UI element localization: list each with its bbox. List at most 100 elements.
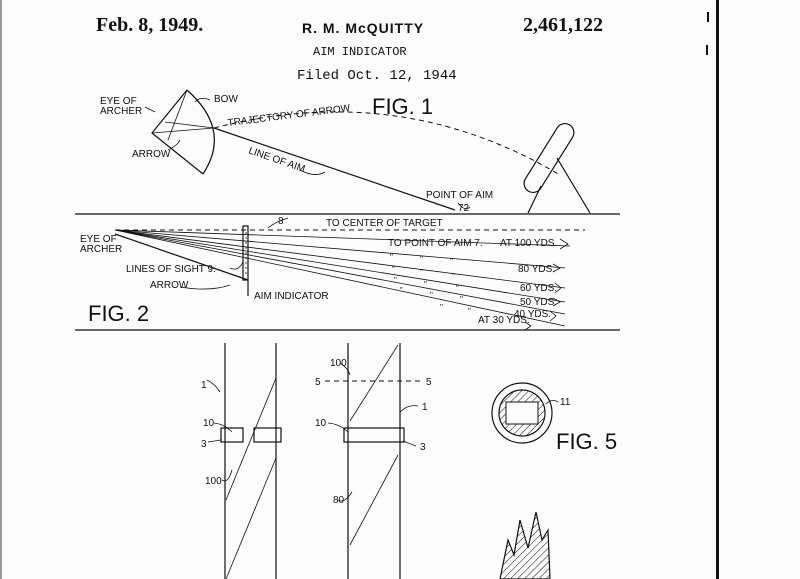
bracket	[552, 263, 561, 273]
fig4-ref-3: 3	[420, 442, 426, 453]
fig2-30yds: AT 30 YDS.	[478, 315, 530, 326]
bracket	[552, 297, 561, 307]
fig1-drawing	[144, 89, 591, 214]
fig4-section-left: 5	[315, 377, 321, 388]
spiral-line	[349, 344, 399, 422]
ditto-mark: "	[460, 295, 463, 304]
scan-mark	[706, 45, 708, 55]
fig4-ref-80: 80	[333, 495, 345, 506]
leader-line	[213, 422, 233, 433]
fig1-arrow-label: ARROW	[132, 149, 171, 160]
ditto-mark: "	[420, 255, 423, 264]
bracket	[524, 321, 532, 331]
fig1-bow-label: BOW	[214, 94, 238, 105]
fig4-ref-100: 100	[330, 358, 347, 369]
spiral-line	[349, 454, 399, 546]
broken-shaft-section	[499, 511, 551, 579]
fig2-100yds: AT 100 YDS.	[500, 238, 557, 249]
ditto-mark: "	[430, 291, 433, 300]
sight-line-50	[114, 229, 566, 303]
patent-number: 2,461,122	[523, 14, 603, 36]
patent-date: Feb. 8, 1949.	[96, 14, 204, 36]
sight-line-60	[114, 229, 566, 289]
filed-date: Filed Oct. 12, 1944	[297, 68, 457, 84]
fig5-label: FIG. 5	[556, 429, 617, 454]
left-scan-edge	[0, 0, 2, 579]
ditto-marks: " " " " " " " " " " " " " "	[390, 253, 471, 316]
fig5-drawing	[491, 382, 559, 579]
leader-line	[402, 440, 417, 447]
aim-band	[343, 427, 405, 443]
section-outer-ring	[491, 382, 553, 444]
fig1-eye-label-2: ARCHER	[100, 106, 142, 117]
aim-indicator-post	[242, 225, 249, 281]
sight-line-80	[114, 229, 566, 269]
ditto-mark: "	[394, 276, 397, 285]
leader-line	[339, 362, 351, 376]
leader-line	[337, 491, 353, 502]
bracket	[554, 282, 562, 294]
fig2-50yds: 50 YDS.	[520, 297, 557, 308]
target-on-stand	[523, 122, 591, 214]
scan-mark	[707, 12, 709, 22]
leader-line	[399, 405, 419, 413]
ditto-mark: "	[390, 253, 393, 262]
leader-line	[221, 469, 233, 482]
fig3-ref-10: 10	[203, 418, 215, 429]
spiral-line	[225, 377, 277, 501]
fig2-40yds: 40 YDS.	[514, 309, 551, 320]
line-of-aim	[213, 127, 456, 211]
fig2-label: FIG. 2	[88, 301, 149, 326]
inventor-name: R. M. McQUITTY	[302, 20, 425, 36]
leader-line	[545, 400, 559, 405]
fig2-center-label: TO CENTER OF TARGET	[326, 218, 443, 229]
fig2-60yds: 60 YDS.	[520, 283, 557, 294]
target-face	[523, 122, 575, 194]
fig1-point-of-aim-label: POINT OF AIM	[426, 190, 493, 201]
right-scan-edge	[716, 0, 719, 579]
ditto-mark: "	[420, 268, 423, 277]
fig2-80yds: 80 YDS.	[518, 264, 555, 275]
fig3-drawing	[206, 343, 282, 579]
fig2-lines-of-sight: LINES OF SIGHT 9.	[126, 264, 216, 275]
leader-line	[229, 261, 244, 270]
leader-line	[194, 98, 211, 103]
fig2-ref-8: 8	[278, 216, 284, 227]
sight-line-30	[114, 229, 566, 327]
arrow-shaft	[151, 127, 215, 134]
fig4-ref-1: 1	[422, 402, 428, 413]
bracket	[549, 310, 557, 322]
leader-line	[207, 439, 222, 443]
fig3-ref-1: 1	[201, 380, 207, 391]
leader-line	[179, 284, 231, 290]
fig5-ref-11: 11	[560, 397, 571, 408]
ditto-mark: "	[452, 272, 455, 281]
ditto-mark: "	[468, 307, 471, 316]
ditto-mark: "	[456, 284, 459, 293]
aim-band-right	[253, 427, 282, 443]
leader-line	[167, 139, 181, 151]
eye-sight-line	[164, 121, 215, 129]
arrow-line	[114, 233, 249, 281]
leader-line	[267, 217, 289, 229]
ditto-mark: "	[450, 257, 453, 266]
ditto-mark: "	[440, 303, 443, 312]
fig2-arrow-label: ARROW	[150, 280, 189, 291]
bracket	[559, 238, 569, 250]
leader-line	[327, 422, 349, 433]
fig3-ref-100: 100	[205, 476, 222, 487]
fig1-label: FIG. 1	[372, 94, 433, 119]
section-insert	[505, 401, 539, 425]
leader-line	[299, 169, 326, 175]
fig4-section-right: 5	[426, 377, 432, 388]
fig3-ref-3: 3	[201, 439, 207, 450]
trajectory-curve	[213, 111, 561, 176]
fig1-trajectory-label: TRAJECTORY OF ARROW	[227, 103, 351, 129]
fig4-drawing	[325, 343, 420, 579]
fig2-eye-label-1: EYE OF	[80, 234, 117, 245]
fig1-point-ref: 72	[458, 203, 470, 214]
leader-line	[457, 202, 471, 210]
fig1-eye-label-1: EYE OF	[100, 96, 137, 107]
